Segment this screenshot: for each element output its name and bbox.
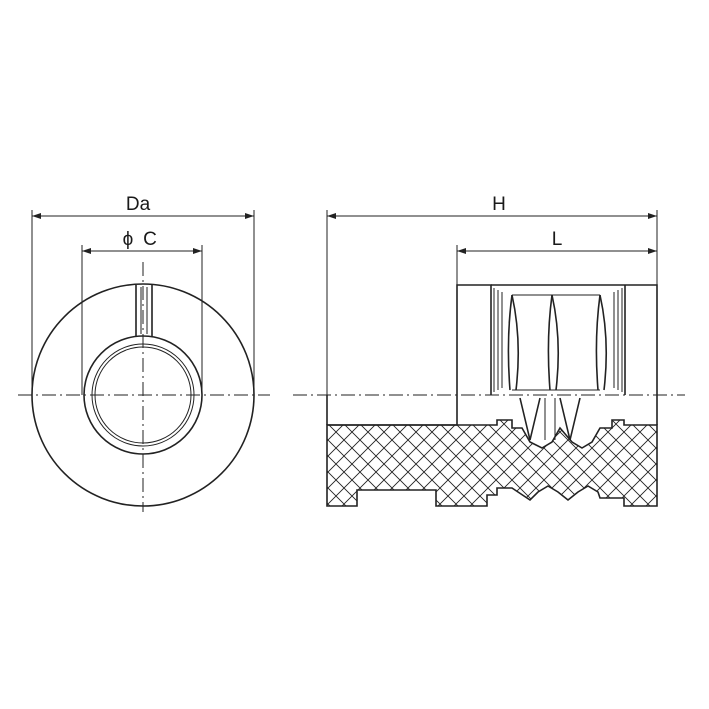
upper-outline: [326, 284, 658, 425]
da-label: Da: [126, 194, 151, 215]
c-label: C: [143, 229, 157, 250]
side-view: H L: [293, 194, 685, 507]
bore-circle-inner-2: [94, 346, 192, 444]
front-view: Da ϕ C: [18, 194, 270, 512]
l-label: L: [552, 229, 563, 250]
h-label: H: [492, 194, 506, 215]
diameter-symbol: ϕ: [123, 229, 134, 250]
bore-circle-inner: [91, 343, 195, 447]
grooves: [493, 288, 623, 392]
ribs: [507, 294, 608, 391]
hatched-section: [326, 419, 658, 507]
slot: [135, 285, 153, 337]
inner-teeth: [519, 397, 581, 441]
